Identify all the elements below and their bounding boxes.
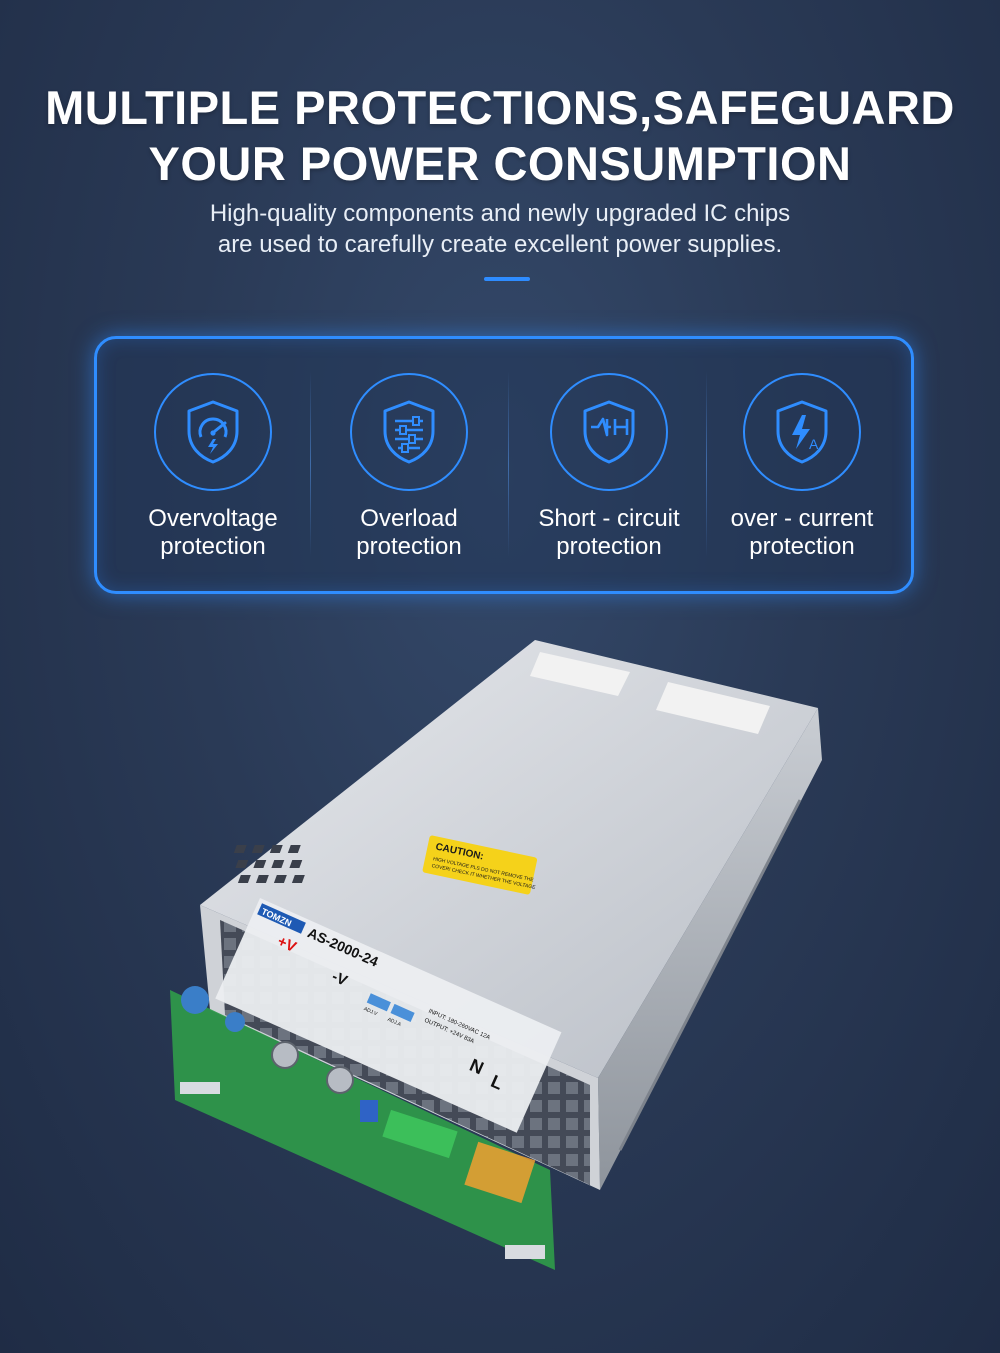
- case-right-side: [598, 708, 822, 1190]
- front-label-strip: TOMZN AS-2000-24 +V -V ADJ.V ADJ.A INPUT…: [215, 898, 562, 1133]
- warning-sticker: [530, 652, 630, 696]
- feature-label-line-2: protection: [749, 533, 855, 560]
- feature-label: Overvoltage protection: [113, 505, 313, 561]
- feature-label-line-2: protection: [160, 533, 266, 560]
- pos-terminal-label: +V: [275, 933, 299, 956]
- svg-text:A: A: [809, 436, 819, 452]
- page-subtitle-line-1: High-quality components and newly upgrad…: [209, 200, 791, 227]
- adj-v-label: ADJ.V: [363, 1006, 379, 1018]
- warning-sticker: [656, 682, 770, 734]
- feature-divider: [508, 371, 509, 557]
- overload-shield-icon: [383, 400, 435, 464]
- feature-icon-ring: A: [743, 373, 861, 491]
- feature-label: over - current protection: [702, 505, 902, 561]
- page-title-line-1: MULTIPLE PROTECTIONS,SAFEGUARD: [45, 81, 955, 134]
- feature-icon-ring: [550, 373, 668, 491]
- power-supply-image: CAUTION: HIGH VOLTAGE PLS DO NOT REMOVE …: [170, 640, 822, 1270]
- page-title-line-2: YOUR POWER CONSUMPTION: [148, 137, 852, 190]
- adj-a-label: ADJ.A: [386, 1017, 402, 1029]
- feature-label-line-2: protection: [356, 533, 462, 560]
- protection-panel: Overvoltage protection Overload protecti…: [94, 336, 914, 594]
- feature-label-line-1: Overload: [360, 505, 458, 532]
- feature-short-circuit: Short - circuit protection: [509, 373, 709, 561]
- caution-label: CAUTION: HIGH VOLTAGE PLS DO NOT REMOVE …: [422, 835, 538, 895]
- overvoltage-shield-icon: [187, 400, 239, 464]
- feature-label-line-1: over - current: [730, 505, 874, 532]
- feature-label-line-2: protection: [556, 533, 662, 560]
- pcb-board: [170, 990, 555, 1270]
- top-vents: [233, 845, 305, 883]
- feature-icon-ring: [350, 373, 468, 491]
- feature-divider: [310, 371, 311, 557]
- short-circuit-shield-icon: [583, 400, 635, 464]
- feature-over-current: A over - current protection: [702, 373, 902, 561]
- accent-divider: [484, 277, 530, 281]
- feature-label: Short - circuit protection: [509, 505, 709, 561]
- screw-terminals: [271, 1041, 536, 1204]
- mounting-foot: [505, 1245, 545, 1259]
- over-current-shield-icon: A: [776, 400, 828, 464]
- feature-overload: Overload protection: [309, 373, 509, 561]
- feature-label: Overload protection: [309, 505, 509, 561]
- capacitors: [181, 986, 245, 1032]
- page-title: MULTIPLE PROTECTIONS,SAFEGUARD YOUR POWE…: [0, 80, 1000, 192]
- feature-divider: [706, 371, 707, 557]
- neg-terminal-label: -V: [329, 968, 350, 990]
- feature-icon-ring: [154, 373, 272, 491]
- feature-label-line-1: Short - circuit: [538, 505, 680, 532]
- feature-label-line-1: Overvoltage: [148, 505, 278, 532]
- mounting-foot: [180, 1082, 220, 1094]
- page-subtitle-line-2: are used to carefully create excellent p…: [217, 231, 783, 258]
- feature-overvoltage: Overvoltage protection: [113, 373, 313, 561]
- page-subtitle: High-quality components and newly upgrad…: [0, 198, 1000, 260]
